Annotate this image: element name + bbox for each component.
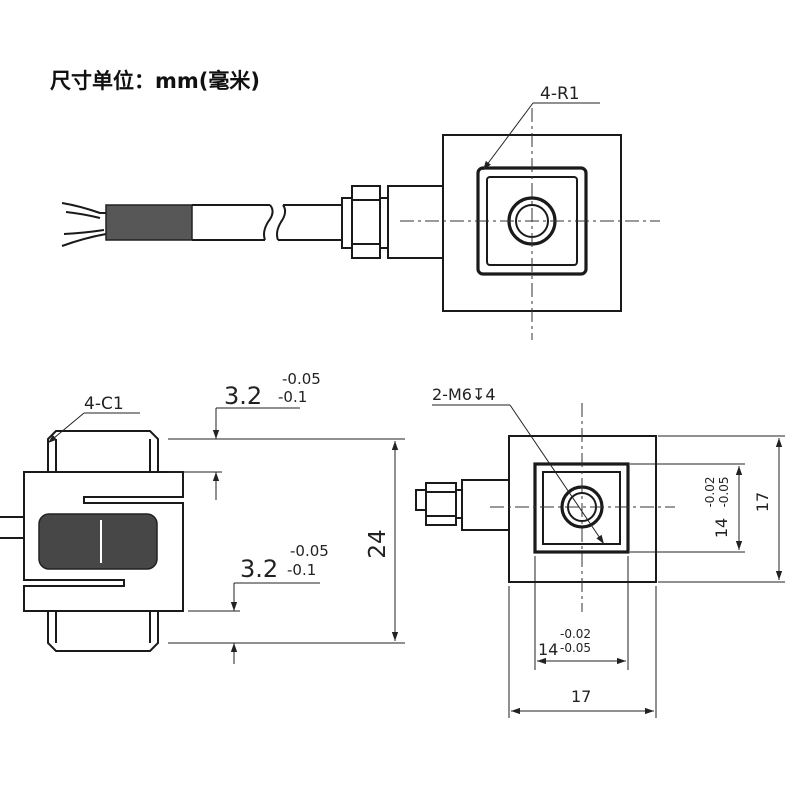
- corner-radius-label: 4-R1: [540, 84, 580, 104]
- gland-nut: [351, 185, 381, 259]
- slot-lower-value: 3.2: [240, 555, 278, 583]
- leader-line: [482, 102, 534, 171]
- slot-upper-value: 3.2: [224, 382, 262, 410]
- inner-height-value: 14: [712, 518, 731, 538]
- unit-label: 尺寸单位：mm(毫米): [50, 69, 260, 93]
- inner-width-value: 14: [538, 640, 558, 659]
- outer-width-label: 17: [571, 687, 591, 706]
- inner-height-tol-lower: -0.05: [717, 476, 731, 507]
- height-label: 24: [365, 529, 391, 558]
- connector-cap: [415, 489, 427, 511]
- inner-height-tol-upper: -0.02: [703, 476, 717, 507]
- leader-line: [47, 412, 85, 444]
- strain-gauge: [38, 513, 158, 570]
- inner-width-tol-lower: -0.05: [560, 641, 591, 655]
- wire-line: [65, 211, 101, 219]
- cable-break-mark: [263, 204, 274, 241]
- inner-width-tol-upper: -0.02: [560, 627, 591, 641]
- lower-boss: [47, 610, 159, 652]
- leader-line: [509, 404, 605, 545]
- slot-upper-tol-upper: -0.05: [282, 370, 321, 388]
- cable-break-mark: [276, 204, 287, 241]
- upper-boss: [47, 430, 159, 473]
- s-body: [23, 471, 184, 612]
- wire-line: [63, 229, 105, 235]
- chamfer-label: 4-C1: [84, 394, 124, 414]
- connector-body: [461, 479, 510, 531]
- front-view: 2-M6↧4 14 -0.02 -0.05 17 14 -0.02 -0.05 …: [415, 385, 785, 718]
- slot-lower-tol-lower: -0.1: [287, 561, 316, 579]
- wire-line: [61, 233, 107, 247]
- gland-body: [387, 185, 444, 259]
- slot-lower-tol-upper: -0.05: [290, 542, 329, 560]
- top-view: 4-R1: [61, 84, 660, 340]
- cable-sleeve: [105, 204, 193, 241]
- thread-label: 2-M6↧4: [432, 385, 496, 404]
- slot-upper-tol-lower: -0.1: [278, 388, 307, 406]
- connector-nut: [425, 482, 457, 526]
- side-view: 4-C1 3.2 -0.05 -0.1 3.2 -0.05 -0.1 24: [0, 370, 405, 664]
- gland-washer: [379, 197, 389, 249]
- outer-height-label: 17: [753, 492, 772, 512]
- wire-line: [61, 202, 108, 214]
- gland-cap: [341, 197, 353, 249]
